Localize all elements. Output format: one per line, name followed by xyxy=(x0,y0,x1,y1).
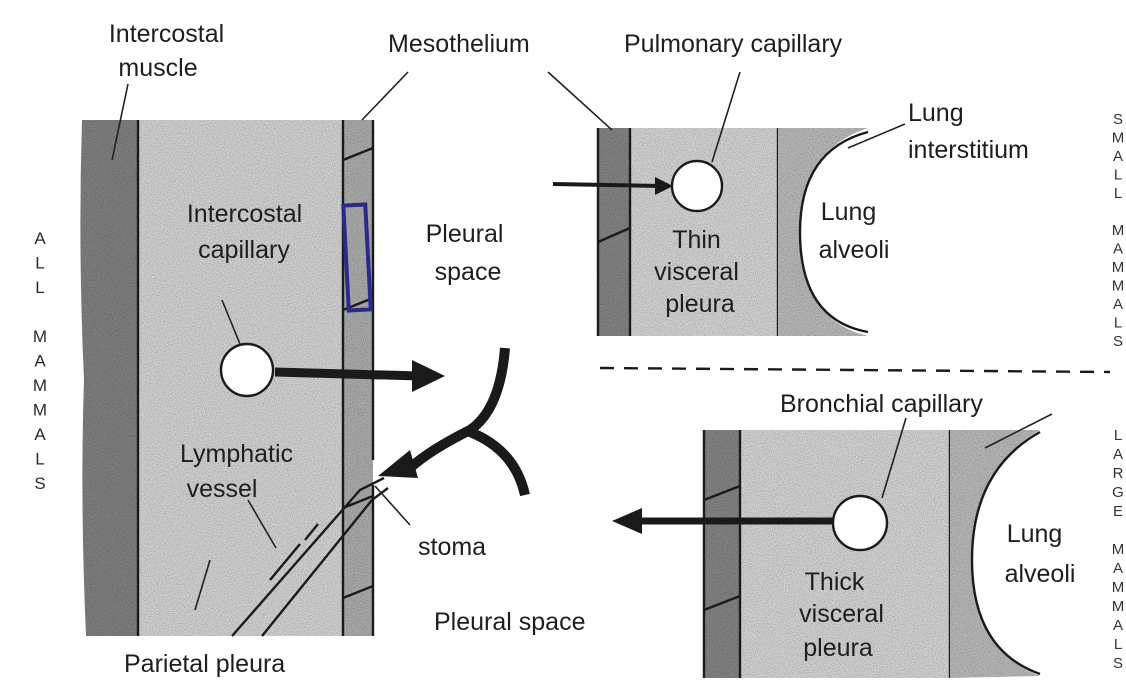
label-pleural-space-bottom: Pleural space xyxy=(434,608,585,636)
side-label-letter: S xyxy=(1113,111,1123,128)
side-label-letter: M xyxy=(1112,278,1125,295)
side-label-letter: A xyxy=(34,229,46,248)
label-pleural-space-top: Pleural space xyxy=(426,220,511,286)
pulmonary-capillary-circle xyxy=(672,161,722,211)
label-lung-interstitium: Lung interstitium xyxy=(908,99,1029,164)
side-label-letter: A xyxy=(34,425,46,444)
side-label-letter: S xyxy=(34,474,45,493)
side-label-letter: L xyxy=(1114,185,1122,202)
label-stoma: stoma xyxy=(418,533,486,561)
label-parietal-pleura: Parietal pleura xyxy=(124,650,285,678)
side-label-letter: A xyxy=(1113,296,1123,313)
side-label-letter: L xyxy=(35,278,44,297)
label-bronchial-capillary: Bronchial capillary xyxy=(780,390,983,418)
side-label-letter: M xyxy=(1112,598,1125,615)
side-label-letter: L xyxy=(1114,315,1122,332)
side-label-letter: G xyxy=(1112,484,1124,501)
label-lung-alveoli-bottom: Lung alveoli xyxy=(1005,520,1076,588)
label-lung-alveoli-top: Lung alveoli xyxy=(819,198,890,264)
side-label-letter: L xyxy=(35,450,44,469)
side-label-letter: M xyxy=(33,327,47,346)
panel-divider xyxy=(600,368,1110,372)
label-mesothelium: Mesothelium xyxy=(388,30,530,58)
side-label-letter: M xyxy=(1112,222,1125,239)
side-label-letter: L xyxy=(1114,427,1122,444)
drainage-arrowhead xyxy=(378,450,418,478)
bronchial-arrowhead xyxy=(612,508,642,534)
label-intercostal-muscle: Intercostal muscle xyxy=(109,20,231,82)
side-label-letter: L xyxy=(35,254,44,273)
side-label-letter: E xyxy=(1113,503,1123,520)
side-label-letter: M xyxy=(1112,130,1125,147)
side-label-letter: A xyxy=(1113,446,1123,463)
intercostal-muscle xyxy=(80,120,138,636)
side-label-letter: A xyxy=(1113,148,1123,165)
drainage-curve-lower xyxy=(470,432,525,495)
side-label-letter: M xyxy=(1112,541,1125,558)
side-label-letter: A xyxy=(1113,560,1123,577)
filtration-arrow xyxy=(275,372,420,376)
label-pulmonary-capillary: Pulmonary capillary xyxy=(624,30,843,58)
top-visceral-mesothelium xyxy=(598,128,630,336)
side-label-letter: L xyxy=(1114,636,1122,653)
side-label-letter: A xyxy=(1113,241,1123,258)
bottom-visceral-mesothelium xyxy=(704,430,740,678)
filtration-arrowhead xyxy=(412,360,445,392)
side-label-letter: A xyxy=(34,352,46,371)
side-label-letter: S xyxy=(1113,655,1123,672)
side-label-letter: A xyxy=(1113,617,1123,634)
intercostal-capillary-circle xyxy=(221,344,273,396)
side-label-letter: S xyxy=(1113,333,1123,350)
side-label-letter: M xyxy=(1112,259,1125,276)
side-label-letter: M xyxy=(33,401,47,420)
pulmonary-arrow xyxy=(553,184,660,186)
side-label-letter: M xyxy=(33,376,47,395)
side-label-letter: L xyxy=(1114,167,1122,184)
side-label-letter: R xyxy=(1113,465,1124,482)
bronchial-capillary-circle xyxy=(833,496,887,550)
side-label-letter: M xyxy=(1112,579,1125,596)
